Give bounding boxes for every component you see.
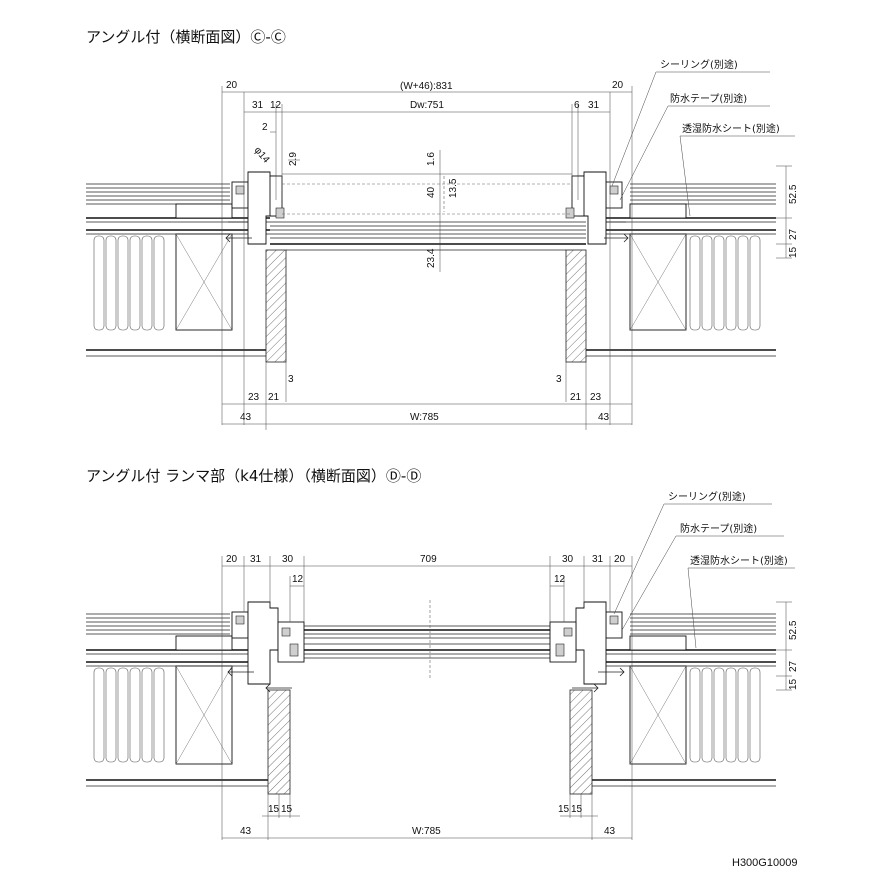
leader2-tape (621, 535, 677, 631)
dim-2: 2 (262, 122, 268, 133)
wall-siding-left-2 (86, 613, 270, 655)
dim2-r15b: 15 (571, 804, 583, 815)
section-c-c: アングル付（横断面図）Ⓒ-Ⓒ (86, 28, 799, 430)
note-waterproof-tape: 防水テープ(別途) (670, 92, 747, 105)
dim2-l43: 43 (240, 826, 252, 837)
dim-left-23: 23 (248, 392, 260, 403)
dim-1-6: 1.6 (426, 152, 437, 166)
dim2-l20: 20 (226, 554, 238, 565)
wood-jamb-right (565, 249, 587, 363)
insulation-left (93, 233, 233, 331)
dim2-709: 709 (420, 554, 437, 565)
frame-left-2 (231, 601, 305, 685)
dim-right-3: 3 (556, 374, 562, 385)
dim2-l31: 31 (250, 554, 262, 565)
wall-siding-left (86, 183, 270, 223)
frame-left (228, 171, 285, 245)
dim-right-20: 20 (612, 80, 624, 91)
screw-right (604, 233, 629, 243)
dim2-l15b: 15 (281, 804, 293, 815)
drawing-code: H300G10009 (732, 857, 797, 869)
dim-40: 40 (426, 186, 437, 198)
wood-jamb-right-2 (569, 689, 593, 795)
note2-sealing: シーリング(別途) (668, 490, 746, 503)
note-sealing: シーリング(別途) (660, 58, 738, 71)
wood-jamb-left-2 (267, 689, 291, 795)
insulation-right (629, 233, 761, 331)
dim-right-23: 23 (590, 392, 602, 403)
leader-sealing (611, 71, 657, 187)
screw-right-3 (572, 683, 599, 693)
dim2-w: W:785 (412, 826, 441, 837)
leader2-sealing (613, 503, 665, 615)
dim-15: 15 (788, 246, 799, 258)
dim2-r12: 12 (554, 574, 566, 585)
dim-27: 27 (788, 228, 799, 240)
dim-phi14: φ14 (252, 145, 272, 166)
dim-dw: Dw:751 (410, 100, 444, 111)
dim2-15: 15 (788, 678, 799, 690)
dimensions-right-2 (776, 601, 792, 691)
note-breathable-sheet: 透湿防水シート(別途) (682, 122, 780, 135)
screw-left (225, 233, 252, 243)
dimensions-top-2 (221, 556, 633, 840)
dim2-l30: 30 (282, 554, 294, 565)
leader-tape (619, 105, 669, 201)
dim2-l15a: 15 (268, 804, 280, 815)
dim2-l12: 12 (292, 574, 304, 585)
section1-title: アングル付（横断面図）Ⓒ-Ⓒ (86, 28, 286, 46)
dimensions-bottom-2 (222, 794, 632, 840)
screw-right-2 (598, 667, 625, 677)
note2-breathable-sheet: 透湿防水シート(別途) (690, 554, 788, 567)
dim-left-21: 21 (268, 392, 280, 403)
insulation-right-2 (629, 665, 761, 765)
dimensions-top (221, 86, 633, 425)
dim2-r43: 43 (604, 826, 616, 837)
wall-siding-right-2 (588, 613, 776, 655)
dim-right-43: 43 (598, 412, 610, 423)
leader2-sheet (687, 567, 697, 649)
dim-overall: (W+46):831 (400, 81, 453, 92)
dim-2-9: 2.9 (288, 152, 299, 166)
dim2-r31: 31 (592, 554, 604, 565)
dim-left-20: 20 (226, 80, 238, 91)
screw-left-3 (265, 683, 292, 693)
transom-glass (304, 625, 550, 659)
section-d-d: アングル付 ランマ部（k4仕様）（横断面図）Ⓓ-Ⓓ (86, 467, 799, 840)
dim-left-31: 31 (252, 100, 264, 111)
dim-left-3: 3 (288, 374, 294, 385)
note2-waterproof-tape: 防水テープ(別途) (680, 522, 757, 535)
dimensions-right (776, 165, 792, 259)
frame-right (565, 171, 626, 245)
dim-23-4: 23.4 (426, 248, 437, 268)
dimensions-bottom (222, 362, 632, 430)
sill-plates (270, 173, 586, 251)
dim2-27: 27 (788, 660, 799, 672)
dim2-r30: 30 (562, 554, 574, 565)
dim-right-21: 21 (570, 392, 582, 403)
dim-52-5: 52.5 (788, 184, 799, 204)
dim-13-5: 13.5 (448, 178, 459, 198)
dim-right-6: 6 (574, 100, 580, 111)
leader-sheet (679, 135, 691, 217)
dim-left-43: 43 (240, 412, 252, 423)
dim2-r15a: 15 (558, 804, 570, 815)
section2-title: アングル付 ランマ部（k4仕様）（横断面図）Ⓓ-Ⓓ (86, 467, 421, 485)
insulation-left-2 (93, 665, 233, 765)
dim-w: W:785 (410, 412, 439, 423)
dim2-52-5: 52.5 (788, 620, 799, 640)
wood-jamb-left (265, 249, 287, 363)
screw-left-2 (227, 667, 254, 677)
dim-right-31: 31 (588, 100, 600, 111)
dim2-r20: 20 (614, 554, 626, 565)
dim-left-12: 12 (270, 100, 282, 111)
